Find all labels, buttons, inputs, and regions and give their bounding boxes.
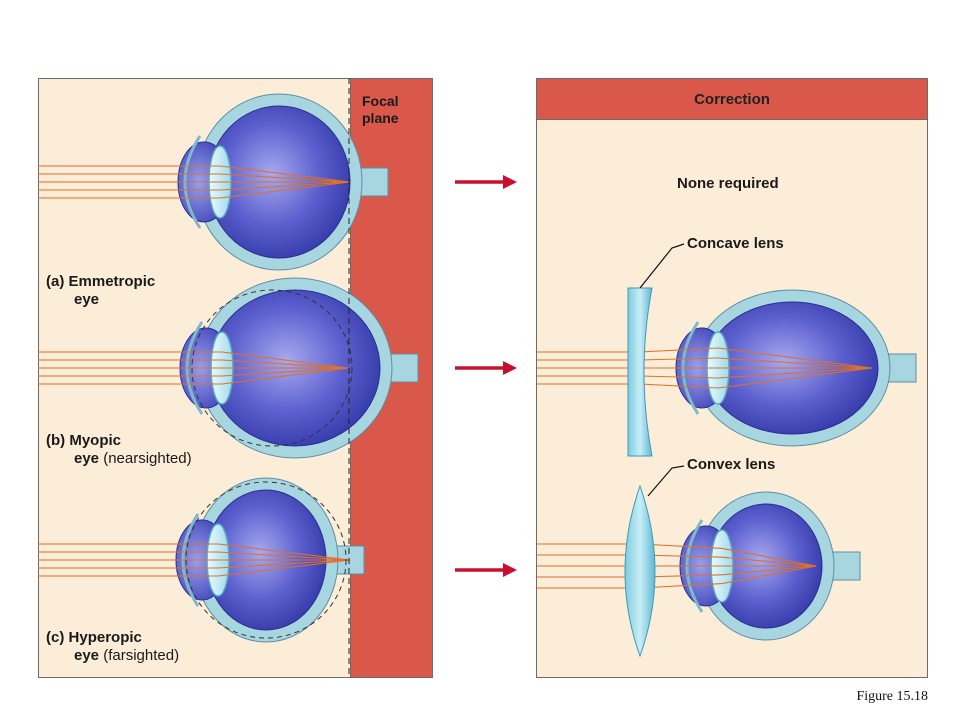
eye-b-ray-refracted-4 [221, 367, 349, 385]
case-a-line2: eye [74, 291, 100, 308]
none-required-label: None required [677, 175, 779, 192]
eye-b-ray-refracted-1 [221, 359, 349, 369]
corrected-eye-c-ray-out-3 [721, 565, 817, 576]
corrected-eye-c-ray-out-1 [721, 556, 817, 567]
corrected-eye-b-ray-mid-4 [639, 383, 719, 389]
eye-a-ray-refracted-3 [219, 181, 351, 191]
corrected-eye-b-ray-out-0 [717, 347, 873, 369]
figure-caption: Figure 15.18 [856, 689, 928, 704]
case-b-note: (nearsighted) [103, 450, 192, 467]
case-a-title: Emmetropic [68, 273, 156, 290]
eye-c-ray-refracted-3 [217, 559, 351, 569]
concave-lens-label: Concave lens [687, 235, 784, 252]
convex-lens-shape [624, 484, 656, 658]
eye-a-ray-refracted-1 [219, 173, 351, 183]
case-c-title: Hyperopic [68, 629, 142, 646]
concave-lens-pointer [639, 243, 685, 289]
focal-plane-label: Focal plane [362, 93, 414, 127]
eye-a-ray-refracted-4 [219, 181, 351, 199]
eye-a-ray-refracted-0 [219, 165, 351, 183]
correction-arrowhead-2 [503, 563, 517, 577]
corrected-eye-b-ray-mid-1 [639, 357, 719, 361]
corrected-eye-c-ray-out-0 [721, 547, 817, 567]
case-b-title: Myopic [69, 432, 122, 449]
case-c-line2: eye [74, 647, 100, 664]
eye-b-normal-outline [191, 289, 353, 447]
case-c-letter: (c) [46, 629, 65, 646]
corrected-eye-c-ray-out-4 [721, 565, 817, 585]
eye-b-ray-refracted-3 [221, 367, 349, 377]
eye-b-ray-refracted-0 [221, 351, 349, 369]
eye-c-normal-outline [185, 481, 347, 639]
correction-arrowhead-1 [503, 361, 517, 375]
corrected-eye-b-ray-mid-3 [639, 375, 719, 379]
focal-plane-label-text: Focal plane [362, 93, 399, 126]
concave-lens-shape [627, 287, 653, 457]
convex-lens-label: Convex lens [687, 456, 776, 473]
correction-arrowhead-0 [503, 175, 517, 189]
case-c-label: (c) Hyperopic eye (farsighted) [46, 629, 179, 665]
case-b-line2: eye [74, 450, 100, 467]
case-a-letter: (a) [46, 273, 65, 290]
convex-lens-pointer [647, 465, 685, 497]
case-a-label: (a) Emmetropic eye [46, 273, 155, 309]
eye-c-ray-refracted-1 [217, 551, 351, 561]
corrected-eye-b-ray-mid-0 [639, 347, 719, 353]
corrected-eye-b-ray-out-1 [717, 357, 873, 369]
case-b-label: (b) Myopic eye (nearsighted) [46, 432, 192, 468]
case-c-note: (farsighted) [103, 647, 180, 664]
eye-c-ray-refracted-4 [217, 559, 351, 577]
corrected-eye-b-ray-out-4 [717, 367, 873, 389]
case-b-letter: (b) [46, 432, 66, 449]
correction-header: Correction [536, 78, 928, 120]
eye-c-ray-refracted-0 [217, 543, 351, 561]
correction-header-label: Correction [694, 90, 770, 108]
corrected-eye-b-ray-out-3 [717, 367, 873, 379]
